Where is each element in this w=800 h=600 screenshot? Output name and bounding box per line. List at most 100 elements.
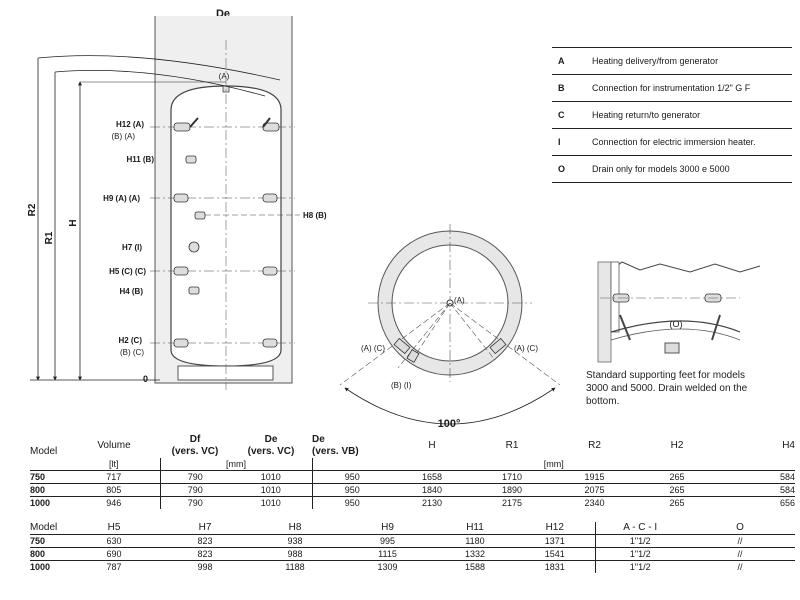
col-header-de-vb: De	[312, 434, 325, 445]
cell-aci: 1"1/2	[595, 534, 685, 548]
cell-h12: 1541	[515, 547, 596, 561]
cell-h4: 584	[717, 483, 795, 497]
col-header-r1: R1	[505, 440, 519, 451]
cell-df: 790	[160, 470, 230, 484]
col-header-h8: H8	[250, 522, 340, 535]
col-header-h: H	[428, 440, 436, 451]
plan-view: (A) (A) (C) (A) (C) (B) (I) 100°	[339, 224, 561, 430]
r1-label: R1	[44, 231, 55, 244]
table-row: 800 805 790 1010 950 1840 1890 2075 265 …	[30, 483, 795, 497]
h5-connections	[173, 266, 278, 276]
cell-r1: 2175	[501, 498, 523, 508]
col-header-aci: A - C - I	[595, 522, 685, 535]
legend-text: Drain only for models 3000 e 5000	[592, 155, 792, 183]
cell-h8: 1188	[285, 562, 305, 572]
cell-h4: 584	[717, 470, 795, 484]
cell-model: 750	[30, 470, 68, 484]
cell-model: 750	[30, 534, 68, 548]
cell-h5: 787	[106, 562, 122, 572]
angle-label: 100°	[438, 418, 461, 430]
cell-h7: 823	[160, 534, 250, 548]
dimensions-table-1: Model Volume Df De De H R1 R2 H2 H4 (ver…	[30, 434, 795, 509]
legend-key: C	[552, 101, 592, 129]
top-connection-label: (A)	[219, 72, 230, 81]
drain-detail-view: (O)	[597, 261, 761, 363]
cell-volume: 805	[68, 483, 161, 497]
table-header-sub-row: (vers. VC) (vers. VC) (vers. VB)	[30, 446, 795, 458]
cell-h9: 1309	[377, 562, 398, 572]
h4-label: H4 (B)	[119, 287, 143, 296]
cell-r2: 2340	[584, 498, 605, 508]
angle-arc	[344, 387, 556, 425]
detail-left-foot	[619, 314, 631, 341]
legend-text: Connection for electric immersion heater…	[592, 128, 792, 156]
col-header-h2: H2	[670, 440, 684, 451]
cell-h7: 998	[197, 562, 213, 572]
h2-sub-label: (B) (C)	[120, 348, 144, 357]
unit-volume: [lt]	[68, 458, 161, 471]
table-units-row: [lt] [mm] [mm]	[30, 458, 795, 471]
legend-key: I	[552, 128, 592, 156]
cell-model: 1000	[30, 562, 51, 572]
h5-label: H5 (C) (C)	[109, 267, 146, 276]
col-header-model: Model	[30, 522, 68, 535]
cell-h5: 630	[68, 534, 160, 548]
legend-text: Heating return/to generator	[592, 101, 792, 129]
cell-h9: 995	[340, 534, 435, 548]
cell-h4: 656	[779, 498, 795, 508]
table-row: 1000 787 998 1188 1309 1588 1831 1"1/2 /…	[30, 560, 795, 573]
cell-aci: 1"1/2	[629, 562, 651, 572]
cell-h2: 265	[669, 498, 685, 508]
cell-h: 1840	[392, 483, 472, 497]
detail-bottom-insulation	[610, 328, 741, 341]
cell-r1: 1890	[472, 483, 552, 497]
r2-arc	[37, 55, 281, 81]
col-header-r2: R2	[588, 440, 601, 451]
h7-label: H7 (I)	[122, 243, 142, 252]
cell-df: 790	[160, 483, 230, 497]
col-header-h4: H4	[782, 440, 795, 451]
h2-connections	[173, 338, 278, 348]
col-header-de-vb-sub: (vers. VB)	[312, 446, 359, 457]
cell-de-vb: 950	[312, 470, 392, 484]
r1-arc	[54, 70, 266, 97]
col-header-h12: H12	[515, 522, 596, 535]
table-header-row: Model Volume Df De De H R1 R2 H2 H4	[30, 434, 795, 457]
cell-volume: 946	[68, 496, 161, 509]
legend-text: Connection for instrumentation 1/2" G F	[592, 74, 792, 102]
h8-label: H8 (B)	[303, 211, 327, 220]
cell-volume: 717	[68, 470, 161, 484]
col-header-model: Model	[30, 446, 58, 457]
table-row: 750 630 823 938 995 1180 1371 1"1/2 //	[30, 534, 795, 548]
h12-sub-label: (B) (A)	[111, 132, 135, 141]
legend-text: Heating delivery/from generator	[592, 47, 792, 75]
table-row: 1000 946 790 1010 950 2130 2175 2340 265…	[30, 496, 795, 509]
cell-de-vb: 950	[344, 498, 360, 508]
cell-h9: 1115	[340, 547, 435, 561]
r2-label: R2	[27, 203, 38, 216]
h-label: H	[68, 219, 79, 226]
cell-h11: 1588	[464, 562, 486, 572]
h11-label: H11 (B)	[126, 155, 154, 164]
plan-left-label: (A) (C)	[361, 344, 385, 353]
detail-bottom-head	[610, 320, 741, 333]
detail-right-foot	[711, 314, 721, 341]
col-header-df-sub: (vers. VC)	[171, 446, 219, 457]
cell-h11: 1332	[435, 547, 515, 561]
col-header-df: Df	[189, 434, 201, 445]
cell-o: //	[685, 534, 795, 548]
cell-h12: 1371	[515, 534, 596, 548]
cell-h11: 1180	[435, 534, 515, 548]
h9-connections	[173, 193, 278, 203]
h11-connection	[185, 155, 197, 164]
elevation-view: De Df (A) R2 R1 H 0	[27, 8, 327, 390]
cell-h: 2130	[421, 498, 443, 508]
table-row: 800 690 823 988 1115 1332 1541 1"1/2 //	[30, 547, 795, 561]
cell-df: 790	[187, 498, 203, 508]
table-header-row: Model H5 H7 H8 H9 H11 H12 A - C - I O	[30, 522, 795, 535]
col-header-volume: Volume	[97, 440, 131, 451]
